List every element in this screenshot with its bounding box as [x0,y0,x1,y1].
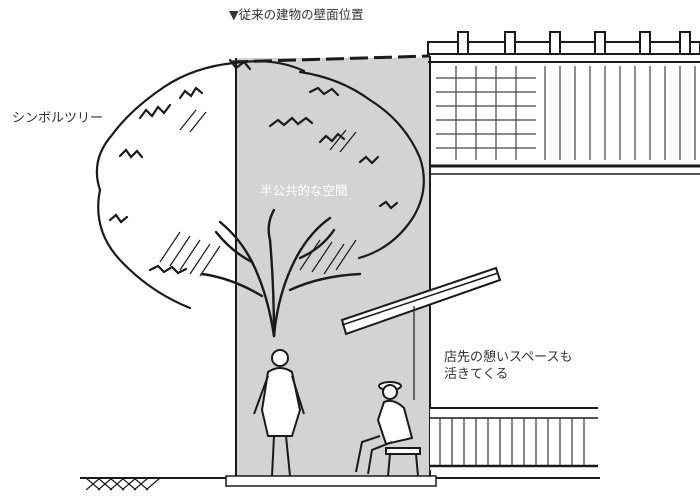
ground-hatch-icon [80,475,600,491]
former-wall-position-label: ▼従来の建物の壁面位置 [229,7,364,22]
person-standing-icon [253,349,305,477]
semi-public-space-label: 半公共的な空間 [260,183,348,198]
storefront-caption-line-2: 活きてくる [444,367,509,382]
awning-icon [340,266,502,400]
stool-icon [385,447,421,477]
tiled-roof-icon [427,31,700,480]
person-seated-icon [355,381,414,475]
storefront-caption: 店先の憩いスペースも 活きてくる [444,349,572,383]
storefront-caption-line-1: 店先の憩いスペースも [444,350,573,365]
symbol-tree-label: シンボルツリー [12,111,104,126]
fence-icon [430,407,598,470]
tree-icon [95,58,425,338]
